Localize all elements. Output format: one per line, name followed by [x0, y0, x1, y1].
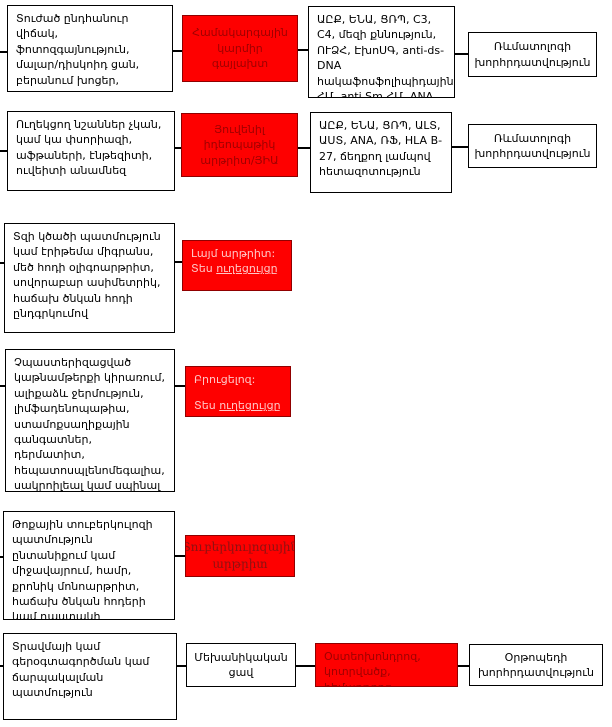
diagnosis-text: Տուբերկուլոզային արթրիտ — [185, 540, 295, 571]
connector-line — [174, 555, 186, 557]
referral-box-rheumatologist-1: Ռևմատոլոգի խորհրդատվություն — [468, 32, 597, 77]
symptoms-box-brucellosis: Չպաստերիզացված կաթնամթերքի կիրառում, ալի… — [5, 349, 175, 492]
referral-text: Ռևմատոլոգի խորհրդատվություն — [474, 131, 591, 160]
diagnosis-box-orthopedic: Օստեոխոնդրոզ, կոտրվածք, հեմարթրոզ — [315, 643, 458, 687]
symptoms-box-sle: Տուժած ընդհանուր վիճակ, ֆոտոզգայնություն… — [7, 5, 173, 92]
symptoms-text: Տզի կծածի պատմություն կամ էրիթեմա միգրան… — [13, 230, 161, 320]
diagnosis-text: Յուվենիլ իդեոպաթիկ արթրիտ/ՅԻԱ — [200, 122, 279, 167]
connector-line — [0, 150, 8, 152]
symptoms-box-jia: Ուղեկցող նշաններ չկան, կամ կա փսորիազի, … — [7, 111, 175, 191]
diagnosis-box-tb: Տուբերկուլոզային արթրիտ — [185, 535, 295, 577]
connector-line — [0, 665, 4, 667]
tests-box-jia: ԱԸՔ, ԵՆԱ, ՑՌՊ, ԱԼՏ, ԱՍՏ, ANA, ՌՖ, HLA B-… — [310, 112, 452, 193]
guideline-link[interactable]: ուղեցույցը — [216, 262, 278, 276]
mechanism-text: Մեխանիկական ցավ — [194, 650, 288, 679]
diagnosis-text: Լայմ արթրիտ: — [191, 247, 276, 260]
connector-line — [173, 50, 183, 52]
symptoms-box-lyme: Տզի կծածի պատմություն կամ էրիթեմա միգրան… — [4, 223, 175, 333]
connector-line — [0, 51, 7, 53]
symptoms-text: Թոքային տուբերկուլոզի պատմություն ընտանի… — [12, 518, 153, 620]
link-prefix: Տես — [194, 399, 220, 413]
diagnosis-box-brucellosis: Բրուցելոզ: Տես ուղեցույցը — [185, 366, 291, 417]
referral-text: Ռևմատոլոգի խորհրդատվություն — [474, 40, 591, 69]
diagnosis-box-jia: Յուվենիլ իդեոպաթիկ արթրիտ/ՅԻԱ — [181, 113, 298, 177]
connector-line — [451, 146, 469, 148]
tests-text: ԱԸՔ, ԵՆԱ, ՑՌՊ, C3, C4, մեզի քննություն, … — [317, 13, 454, 98]
connector-line — [0, 262, 5, 264]
symptoms-text: Տուժած ընդհանուր վիճակ, ֆոտոզգայնություն… — [16, 12, 140, 91]
tests-text: ԱԸՔ, ԵՆԱ, ՑՌՊ, ԱԼՏ, ԱՍՏ, ANA, ՌՖ, HLA B-… — [319, 119, 443, 179]
connector-line — [458, 665, 469, 667]
symptoms-text: Տրավմայի կամ գերօգտագործման կամ ճարպակալ… — [12, 640, 150, 700]
connector-line — [296, 665, 315, 667]
mechanism-box-mechanical-pain: Մեխանիկական ցավ — [186, 643, 296, 687]
tests-box-sle: ԱԸՔ, ԵՆԱ, ՑՌՊ, C3, C4, մեզի քննություն, … — [308, 6, 455, 98]
referral-box-orthopedist: Օրթոպեդի խորհրդատվություն — [469, 644, 603, 686]
connector-line — [174, 385, 186, 387]
referral-box-rheumatologist-2: Ռևմատոլոգի խորհրդատվություն — [468, 124, 597, 168]
symptoms-text: Չպաստերիզացված կաթնամթերքի կիրառում, ալի… — [14, 356, 165, 492]
diagnosis-text: Բրուցելոզ: — [194, 373, 256, 386]
connector-line — [297, 147, 311, 149]
connector-line — [297, 49, 309, 51]
connector-line — [0, 385, 6, 387]
connector-line — [0, 556, 4, 558]
connector-line — [174, 261, 183, 263]
symptoms-box-mechanical: Տրավմայի կամ գերօգտագործման կամ ճարպակալ… — [3, 633, 177, 720]
link-prefix: Տես — [191, 262, 217, 276]
guideline-link[interactable]: ուղեցույցը — [219, 399, 281, 413]
see-guideline-line: Տես ուղեցույցը — [191, 261, 283, 276]
connector-line — [454, 53, 469, 55]
connector-line — [176, 665, 186, 667]
diagnosis-box-lyme: Լայմ արթրիտ: Տես ուղեցույցը — [182, 240, 292, 291]
connector-line — [174, 147, 182, 149]
symptoms-text: Ուղեկցող նշաններ չկան, կամ կա փսորիազի, … — [16, 118, 162, 178]
diagnosis-text: Օստեոխոնդրոզ, կոտրվածք, հեմարթրոզ — [324, 650, 421, 686]
diagnosis-box-sle: Համակարգային կարմիր գայլախտ — [182, 15, 298, 82]
symptoms-box-tb: Թոքային տուբերկուլոզի պատմություն ընտանի… — [3, 511, 175, 620]
referral-text: Օրթոպեդի խորհրդատվություն — [478, 650, 594, 679]
see-guideline-line: Տես ուղեցույցը — [194, 398, 282, 413]
diagnosis-text: Համակարգային կարմիր գայլախտ — [192, 26, 288, 71]
